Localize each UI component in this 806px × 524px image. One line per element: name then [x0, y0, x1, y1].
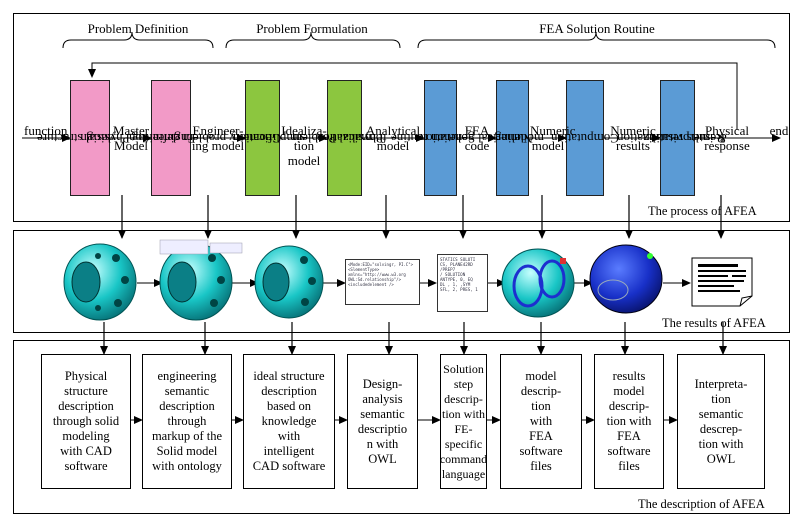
flow-label-numeric-model: Numeric model — [530, 123, 576, 153]
brace-problem-definition — [62, 31, 214, 49]
description-panel-title: The description of AFEA — [638, 497, 765, 511]
description-panel — [13, 340, 790, 514]
fe-mesh-image — [501, 248, 575, 318]
results-visualization-image — [589, 244, 663, 314]
flow-label-physical-response: Physical response — [704, 123, 750, 153]
results-panel — [13, 230, 790, 333]
down-arrows-results-to-description — [100, 322, 727, 355]
owl-document-image: <Mode:EID="solvingr, PI.C"> <SlementType… — [345, 259, 420, 305]
flow-label-function: function — [24, 123, 68, 138]
flow-label-end: end — [769, 123, 789, 138]
flow-label-idealization-model: Idealiza- tion model — [281, 123, 327, 168]
cad-model-image-3 — [254, 245, 324, 319]
flow-label-master-model: Master Model — [112, 123, 150, 153]
cad-model-image-1 — [63, 243, 137, 321]
stage-results-visualization: Results visualization& interpretation — [617, 80, 726, 196]
header-problem-formulation: Problem Formulation — [256, 21, 368, 36]
command-file-image: STATICS SOLUTI CS, PLANE42RD /PREP7 / SO… — [437, 254, 488, 312]
header-fea-solution-routine: FEA Solution Routine — [539, 21, 655, 36]
flow-label-numeric-results: Numeric results — [610, 123, 656, 153]
results-panel-title: The results of AFEA — [662, 316, 766, 330]
feedback-loop-line — [88, 62, 738, 130]
brace-problem-formulation — [225, 31, 401, 49]
brace-fea-solution — [417, 31, 776, 49]
process-panel-title: The process of AFEA — [648, 204, 757, 218]
cad-model-image-2 — [159, 239, 243, 321]
process-panel — [13, 13, 790, 222]
stage-computation: Computation — [551, 80, 619, 196]
flow-label-fea-code: FEA code — [464, 123, 490, 153]
flow-label-engineering-model: Engineer- ing model — [191, 123, 245, 153]
report-document-image — [691, 257, 753, 307]
header-problem-definition: Problem Definition — [87, 21, 189, 36]
flow-label-analytical-model: Analytical model — [365, 123, 421, 153]
